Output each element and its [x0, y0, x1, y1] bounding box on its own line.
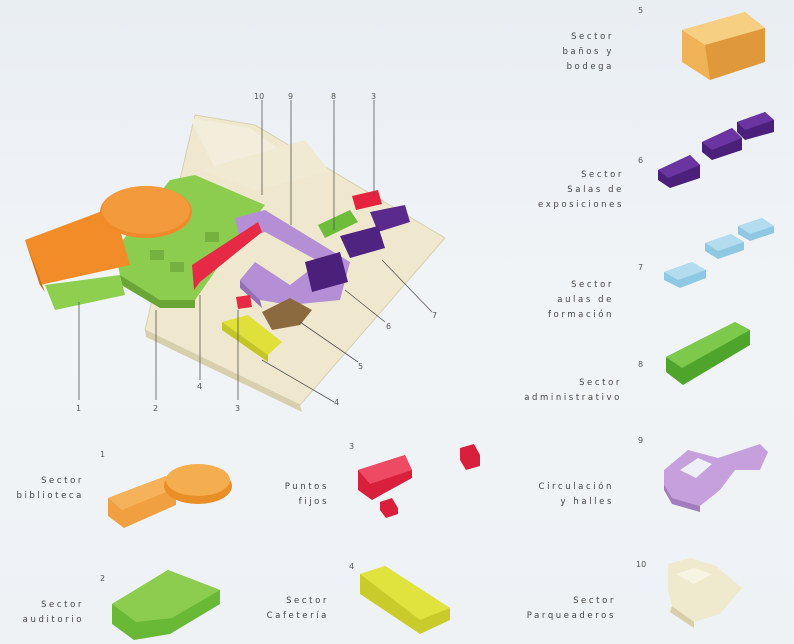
legend-number-6: 6 — [638, 156, 644, 165]
model-number-8: 8 — [331, 92, 337, 101]
model-number-2: 2 — [153, 404, 159, 413]
legend-number-8: 8 — [638, 360, 644, 369]
model-number-10: 10 — [254, 92, 265, 101]
legend-number-1: 1 — [100, 450, 106, 459]
label-sector-aulas-formacion: Sector aulas de formación — [547, 280, 614, 320]
label-circulacion-halles: Circulación y halles — [538, 482, 614, 507]
legend-number-10: 10 — [636, 560, 647, 569]
label-sector-parqueaderos: Sector Parqueaderos — [526, 596, 616, 621]
legend-shape-biblioteca — [108, 464, 232, 528]
legend-number-2: 2 — [100, 574, 106, 583]
label-sector-salas-exposiciones: Sector Salas de exposiciones — [538, 170, 624, 210]
model-number-1: 1 — [76, 404, 82, 413]
legend-number-7: 7 — [638, 263, 644, 272]
model-number-6: 6 — [386, 322, 392, 331]
legend-number-5: 5 — [638, 6, 644, 15]
model-number-4b: 4 — [334, 398, 340, 407]
legend-shape-administrativo — [666, 322, 750, 385]
label-sector-banos-bodega: Sector baños y bodega — [562, 32, 614, 72]
legend-number-4: 4 — [349, 562, 355, 571]
legend-shape-salas-exposiciones — [658, 112, 774, 188]
legend-shape-puntos-fijos — [358, 444, 480, 518]
model-number-3b: 3 — [235, 404, 241, 413]
label-puntos-fijos: Puntos fijos — [284, 482, 329, 507]
legend-shape-auditorio — [112, 570, 220, 640]
legend-shape-parqueaderos — [668, 558, 742, 628]
label-sector-biblioteca: Sector biblioteca — [16, 476, 84, 501]
label-sector-cafeteria: Sector Cafetería — [266, 596, 329, 621]
legend-shape-aulas-formacion — [664, 218, 774, 288]
legend-shape-cafeteria — [360, 566, 450, 634]
model-number-4a: 4 — [197, 382, 203, 391]
legend-shape-banos-bodega — [682, 12, 765, 80]
label-sector-administrativo: Sector administrativo — [524, 378, 622, 403]
legend-shape-circulacion — [664, 444, 768, 512]
model-number-3a: 3 — [371, 92, 377, 101]
model-number-5: 5 — [358, 362, 364, 371]
legend-number-9: 9 — [638, 436, 644, 445]
model-number-7: 7 — [432, 311, 438, 320]
model-number-9: 9 — [288, 92, 294, 101]
legend-number-3: 3 — [349, 442, 355, 451]
label-sector-auditorio: Sector auditorio — [22, 600, 84, 625]
